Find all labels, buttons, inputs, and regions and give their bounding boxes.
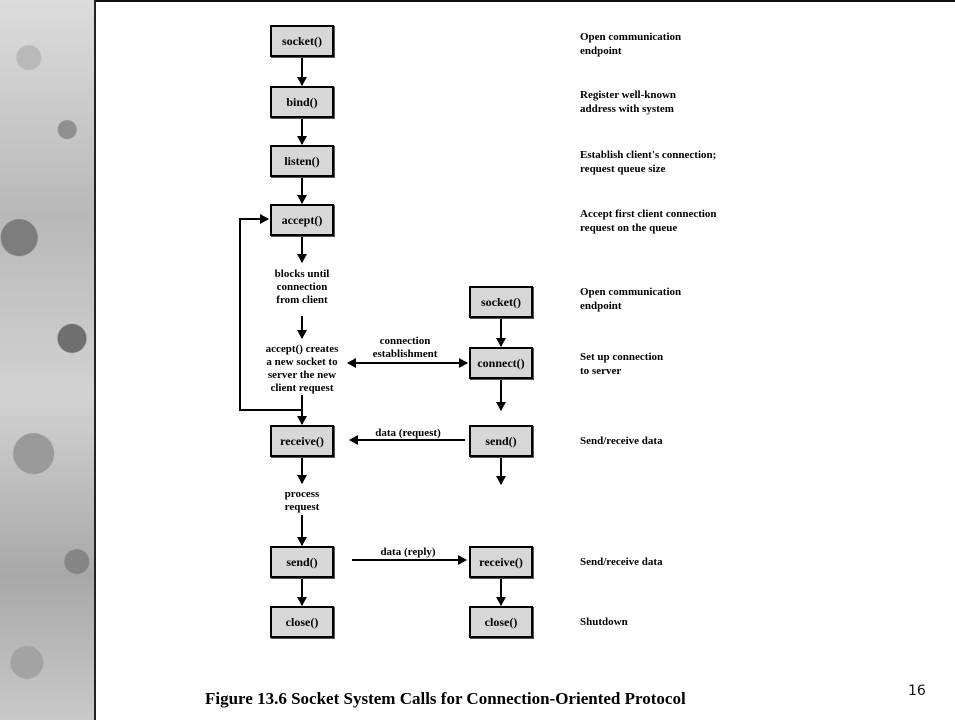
desc-socket: Open communication endpoint [580,31,682,57]
server-close-box: close() [270,606,334,638]
connection-establishment-label: connection establishment [372,335,438,360]
client-close-box: close() [469,606,533,638]
server-accept-box: accept() [270,204,334,236]
server-receive-box: receive() [270,425,334,457]
slide-frame-top [96,0,955,8]
desc-send-receive-2: Send/receive data [580,556,663,568]
client-connect-box: connect() [469,347,533,379]
desc-connect: Set up connection to server [580,351,664,377]
decorative-gear-sidebar [0,0,96,720]
figure-caption: Figure 13.6 Socket System Calls for Conn… [205,689,686,708]
desc-bind: Register well-known address with system [580,89,677,115]
accept-creates-note: accept() creates a new socket to server … [265,343,339,394]
desc-shutdown: Shutdown [580,616,628,628]
desc-listen: Establish client's connection; request q… [580,149,717,175]
page-number: 16 [908,683,926,699]
data-request-label: data (request) [375,427,441,439]
server-bind-box: bind() [270,86,334,118]
server-listen-box: listen() [270,145,334,177]
desc-accept: Accept first client connection request o… [580,208,717,234]
server-socket-box: socket() [270,25,334,57]
client-receive-box: receive() [469,546,533,578]
client-socket-box: socket() [469,286,533,318]
blocks-until-note: blocks until connection from client [274,268,330,306]
slide-frame-left [94,0,96,720]
client-send-box: send() [469,425,533,457]
data-reply-label: data (reply) [380,546,436,558]
desc-client-socket: Open communication endpoint [580,286,682,312]
process-request-note: process request [284,488,320,513]
desc-send-receive-1: Send/receive data [580,435,663,447]
arrow-loop-back-accept [239,214,302,411]
server-send-box: send() [270,546,334,578]
